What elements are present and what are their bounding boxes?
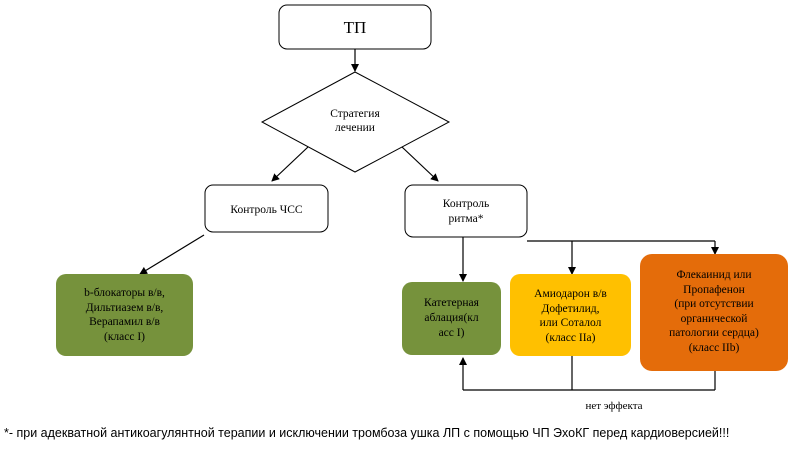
- ablation-line-3: асс I): [438, 327, 465, 339]
- rate-drugs-text: b-блокаторы в/в, Дильтиазем в/в, Верапам…: [56, 286, 193, 344]
- flecainide-line-4: органической: [680, 312, 748, 325]
- amiodarone-text: Амиодарон в/в Дофетилид, или Соталол (кл…: [510, 287, 631, 345]
- amiodarone-line-4: (класс IIa): [545, 331, 596, 344]
- rate-drugs-line-4: (класс I): [103, 330, 145, 343]
- root-node-label: ТП: [344, 18, 367, 37]
- rate-drugs-line-1: b-блокаторы в/в,: [84, 287, 165, 299]
- amiodarone-line-2: Дофетилид,: [541, 302, 600, 315]
- flecainide-text: Флекаинид или Пропафенон (при отсутствии…: [640, 268, 788, 355]
- flecainide-line-6: (класс IIb): [688, 341, 740, 354]
- rhythm-control-node: [404, 184, 528, 238]
- amiodarone-line-3: или Соталол: [539, 317, 602, 329]
- no-effect-label: нет эффекта: [585, 400, 642, 412]
- ablation-node: [402, 282, 501, 355]
- rate-control-node: [204, 184, 329, 233]
- rate-drugs-line-2: Дильтиазем в/в,: [85, 301, 164, 314]
- ablation-line-2: аблация(кл: [424, 312, 479, 324]
- footnote: *- при адекватной антикоагулянтной терап…: [4, 426, 730, 440]
- flecainide-node: [640, 254, 788, 371]
- ablation-text: Катетерная аблация(кл асс I): [402, 296, 501, 341]
- flecainide-line-2: Пропафенон: [683, 283, 745, 296]
- amiodarone-line-1: Амиодарон в/в: [534, 288, 607, 300]
- edge-strategy-to-rhythm-control: [401, 146, 439, 182]
- amiodarone-node: [510, 274, 631, 356]
- edge-strategy-to-rate-control: [271, 146, 309, 182]
- ablation-line-1: Катетерная: [424, 297, 479, 309]
- strategy-label-line-1: Стратегия: [330, 108, 380, 120]
- rate-drugs-node: [56, 274, 193, 356]
- flecainide-line-3: (при отсутствии: [674, 298, 754, 310]
- rate-drugs-line-3: Верапамил в/в: [89, 316, 160, 328]
- edge-rate-control-to-drugs: [139, 234, 205, 275]
- strategy-label-line-2: лечении: [335, 122, 375, 134]
- flecainide-line-1: Флекаинид или: [676, 269, 752, 281]
- rate-control-label: Контроль ЧСС: [230, 204, 303, 216]
- flecainide-line-5: патологии сердца): [669, 327, 759, 339]
- rhythm-control-label-line-2: ритма*: [449, 213, 484, 225]
- rhythm-control-label-line-1: Контроль: [443, 198, 490, 210]
- strategy-decision-node: [260, 71, 451, 173]
